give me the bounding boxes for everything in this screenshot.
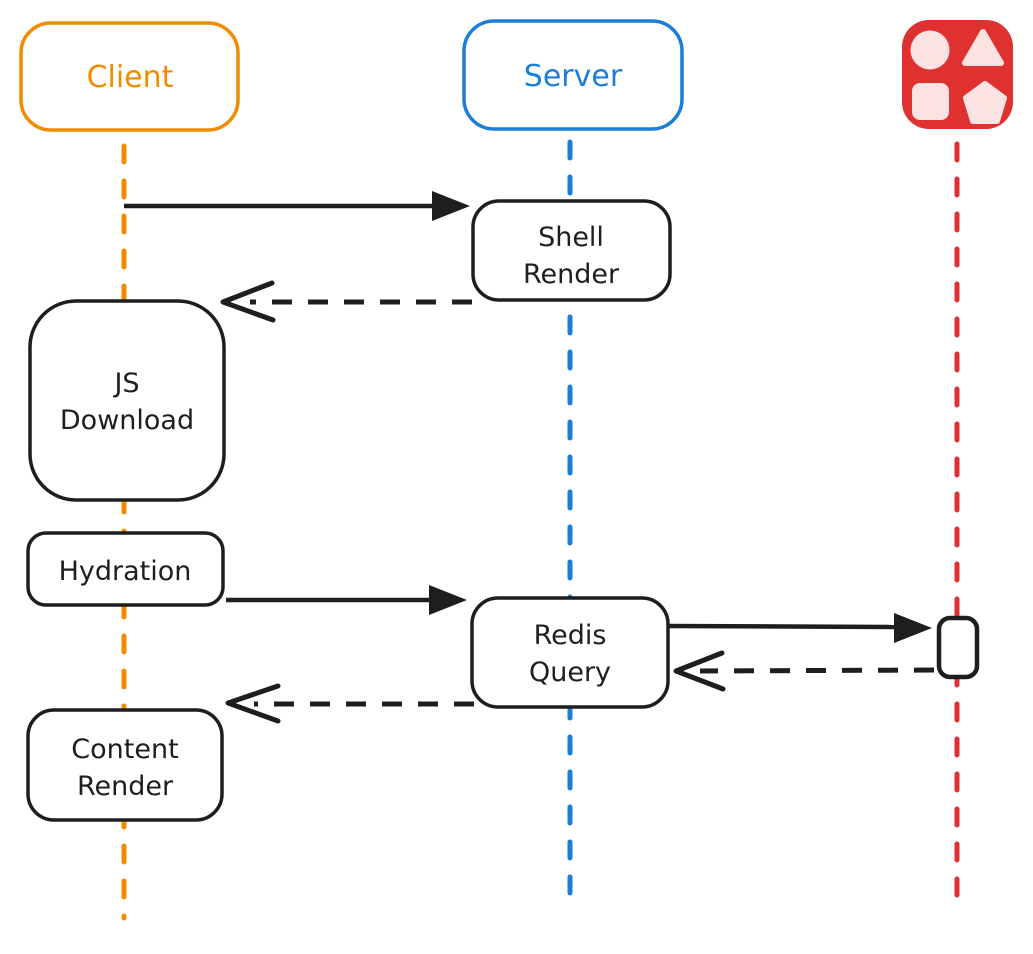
content-render-label: Content Render [71, 734, 178, 802]
circle-shape-icon [910, 30, 950, 70]
redis-activation-box [936, 615, 980, 680]
arrow-shaft [699, 667, 935, 674]
content-response-arrow [225, 683, 474, 724]
arrowhead [894, 613, 932, 643]
js-download-label: JS Download [60, 368, 194, 436]
server-actor-label: Server [524, 59, 623, 94]
arrowhead [673, 650, 726, 692]
redis-query-label: Redis Query [529, 620, 611, 688]
hydration-label: Hydration [59, 556, 192, 587]
hydration-request-arrow [226, 585, 467, 615]
svg-text:Redis: Redis [534, 620, 607, 651]
client-actor-box [19, 21, 240, 132]
svg-text:Render: Render [523, 259, 620, 290]
hydration-node [26, 531, 225, 607]
square-shape-icon [912, 83, 949, 120]
arrowhead [225, 683, 281, 724]
shell-response-arrow [220, 280, 472, 323]
redis-shapes-icon [902, 20, 1013, 129]
shell-render-label: Shell Render [523, 222, 620, 290]
svg-text:Render: Render [77, 771, 174, 802]
arrowhead [432, 191, 470, 221]
svg-text:JS: JS [112, 368, 139, 399]
content-render-node [26, 708, 224, 822]
svg-text:Hydration: Hydration [59, 556, 192, 587]
arrowhead [429, 585, 467, 615]
arrowhead [220, 280, 276, 323]
shell-render-node [471, 199, 672, 302]
pentagon-shape-icon [963, 81, 1007, 124]
triangle-shape-icon [962, 29, 1004, 66]
client-actor-label: Client [87, 60, 174, 95]
svg-text:Download: Download [60, 405, 194, 436]
redis-response-arrow [673, 650, 935, 692]
svg-text:Content: Content [71, 734, 178, 765]
js-download-node [28, 299, 226, 502]
svg-text:Shell: Shell [538, 222, 604, 253]
arrow-shaft [667, 623, 899, 630]
request-shell-render-arrow [124, 191, 470, 221]
redis-request-arrow [667, 613, 932, 643]
svg-text:Query: Query [529, 657, 611, 688]
server-actor-box [462, 19, 684, 131]
redis-query-node [470, 596, 670, 709]
